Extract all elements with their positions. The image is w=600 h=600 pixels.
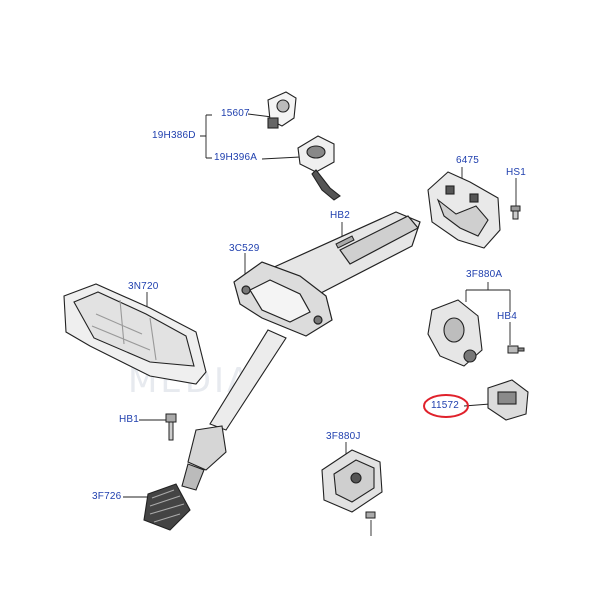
lock-cylinder-part — [297, 135, 341, 201]
bolt-HB1 — [165, 413, 177, 441]
lower-switch-part — [321, 449, 383, 513]
bolt-HS1 — [510, 205, 521, 220]
label-15607: 15607 — [221, 108, 250, 119]
label-3F726: 3F726 — [92, 491, 122, 502]
ignition-lock-part — [267, 91, 297, 129]
leader-15607 — [247, 113, 273, 118]
leader-19H396A — [261, 156, 301, 160]
bolt-3F880J — [365, 511, 376, 519]
screw-HB4 — [507, 345, 525, 354]
bracket-3F880A — [465, 282, 511, 345]
label-HS1: HS1 — [506, 167, 527, 178]
label-HB4: HB4 — [497, 311, 518, 322]
connector-11572-part — [487, 379, 529, 421]
switch-housing-part — [427, 299, 483, 367]
bracket-19H386D — [200, 114, 212, 159]
label-3F880J: 3F880J — [326, 431, 361, 442]
label-11572: 11572 — [431, 400, 460, 411]
label-HB1: HB1 — [119, 414, 140, 425]
label-3F880A: 3F880A — [466, 269, 503, 280]
label-3C529: 3C529 — [229, 243, 260, 254]
highlight-circle — [423, 394, 469, 418]
label-6475: 6475 — [456, 155, 480, 166]
label-HB2: HB2 — [330, 210, 351, 221]
bolt-HB2 — [335, 235, 355, 249]
steering-column-part — [233, 211, 421, 337]
intermediate-shaft-part — [181, 329, 287, 491]
heat-shield-part — [63, 283, 207, 385]
boot-part — [143, 483, 191, 531]
column-bracket-part — [427, 171, 501, 249]
label-19H396A: 19H396A — [214, 152, 258, 163]
label-19H386D: 19H386D — [152, 130, 196, 141]
label-3N720: 3N720 — [128, 281, 159, 292]
